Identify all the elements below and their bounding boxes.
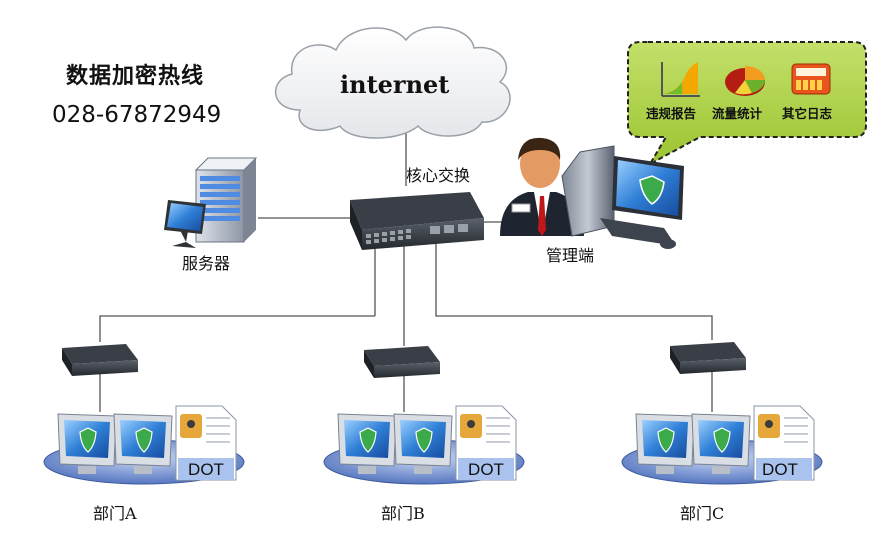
shield-icon (359, 427, 377, 453)
admin-computer (561, 145, 684, 249)
dot-file-label-a: DOT (188, 460, 224, 479)
department-b-label: 部门B (381, 504, 425, 523)
department-monitor (113, 413, 173, 474)
department-group-a (43, 405, 245, 485)
dot-file-label-c: DOT (762, 460, 798, 479)
feature-callout (627, 41, 867, 167)
core-switch (350, 192, 484, 250)
shield-icon (415, 427, 433, 453)
department-monitor (57, 413, 117, 474)
shield-icon (79, 427, 97, 453)
network-links (99, 126, 713, 412)
department-monitor (635, 413, 695, 474)
violation-report-icon (661, 62, 700, 97)
shield-icon (657, 427, 675, 453)
dot-file-label-b: DOT (468, 460, 504, 479)
shield-icon (713, 427, 731, 453)
admin-label: 管理端 (546, 246, 595, 265)
dot-file-icon (753, 405, 815, 481)
internet-cloud (275, 26, 511, 139)
hotline-phone: 028-67872949 (52, 102, 222, 128)
core-switch-label: 核心交换 (406, 166, 471, 185)
department-a-label: 部门A (93, 504, 137, 523)
feature-traffic-stats: 流量统计 (712, 106, 763, 121)
dot-file-icon (455, 405, 517, 481)
feature-other-logs: 其它日志 (782, 106, 833, 121)
admin-person (500, 137, 584, 236)
dept-switch-a (62, 344, 138, 376)
traffic-stats-icon (725, 66, 765, 96)
department-monitor (337, 413, 397, 474)
department-group-c (621, 405, 823, 485)
department-monitor (393, 413, 453, 474)
department-group-b (323, 405, 525, 485)
shield-icon (135, 427, 153, 453)
hotline-title: 数据加密热线 (66, 64, 205, 89)
other-logs-icon (791, 63, 831, 95)
dept-switch-b (364, 346, 440, 378)
server-label: 服务器 (182, 254, 231, 273)
dept-switch-c (670, 342, 746, 374)
internet-label: internet (340, 70, 450, 99)
dot-file-icon (175, 405, 237, 481)
server (164, 157, 258, 248)
department-monitor (691, 413, 751, 474)
department-c-label: 部门C (680, 504, 725, 523)
feature-violation-report: 违规报告 (646, 106, 697, 121)
